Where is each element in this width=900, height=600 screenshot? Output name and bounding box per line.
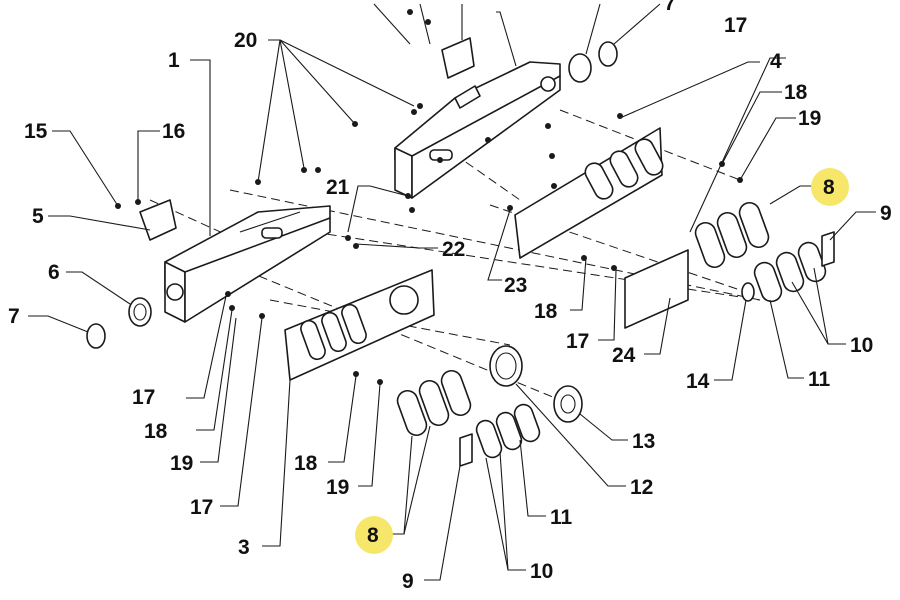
grommet-upper (568, 53, 592, 83)
callout-23: 23 (504, 274, 527, 297)
callout-9-upper: 9 (880, 202, 892, 225)
callout-17-bottom: 17 (190, 496, 213, 519)
callout-17-left: 17 (132, 386, 155, 409)
callout-24: 24 (612, 344, 636, 367)
callout-10-upper: 10 (850, 334, 873, 357)
callout-18-bottom: 18 (294, 452, 318, 475)
callout-5: 5 (32, 205, 44, 228)
cap (86, 323, 106, 349)
end-cap (553, 385, 583, 423)
callout-6: 6 (48, 261, 60, 284)
mounting-bracket-upper (441, 37, 475, 79)
callout-19-bottom: 19 (326, 476, 349, 499)
channel-housing-upper (394, 61, 561, 199)
grommet (128, 297, 152, 327)
callout-13: 13 (632, 430, 655, 453)
seal-group-upper (753, 231, 835, 303)
seal-group-lower (459, 403, 541, 467)
seal-ring (489, 345, 523, 387)
callout-7-left: 7 (8, 305, 20, 328)
callout-22: 22 (442, 238, 465, 261)
callout-11-lower: 11 (550, 506, 573, 529)
callout-9-lower: 9 (402, 570, 414, 593)
callout-19-left: 19 (170, 452, 193, 475)
callout-11-upper: 11 (808, 368, 831, 391)
callout-4: 4 (770, 50, 782, 73)
callout-18-left: 18 (144, 420, 168, 443)
cover-plate (624, 249, 689, 329)
leader-lines (28, 3, 876, 581)
callout-labels: 1 3 4 5 6 7 7 8 8 9 9 10 10 11 11 12 13 … (8, 0, 892, 593)
plug (741, 282, 755, 302)
side-plate-upper (514, 127, 664, 259)
callout-10-lower: 10 (530, 560, 553, 583)
callout-8-upper: 8 (823, 176, 835, 199)
callout-14: 14 (686, 370, 710, 393)
cap-upper (598, 41, 618, 67)
callout-17-mid: 17 (566, 330, 589, 353)
callout-18-top: 18 (784, 81, 808, 104)
gasket-group-upper (694, 201, 770, 269)
callout-8-lower: 8 (367, 524, 379, 547)
callout-17-top: 17 (724, 14, 747, 37)
callout-21: 21 (326, 176, 350, 199)
highlight-8-lower (355, 516, 393, 554)
callout-16: 16 (162, 120, 185, 143)
callout-20: 20 (234, 29, 257, 52)
callout-19-top: 19 (798, 107, 821, 130)
callout-15: 15 (24, 120, 48, 143)
callout-7-top: 7 (664, 0, 676, 15)
callout-18-mid: 18 (534, 300, 558, 323)
highlight-8-upper (811, 168, 849, 206)
callout-12: 12 (630, 476, 653, 499)
gasket-group-lower (396, 369, 472, 437)
fasteners (115, 9, 743, 385)
side-plate-lower (284, 269, 435, 381)
channel-housing-lower (164, 205, 331, 323)
mounting-bracket-lower (139, 199, 177, 241)
callout-3: 3 (238, 536, 250, 559)
callout-1: 1 (168, 49, 180, 72)
